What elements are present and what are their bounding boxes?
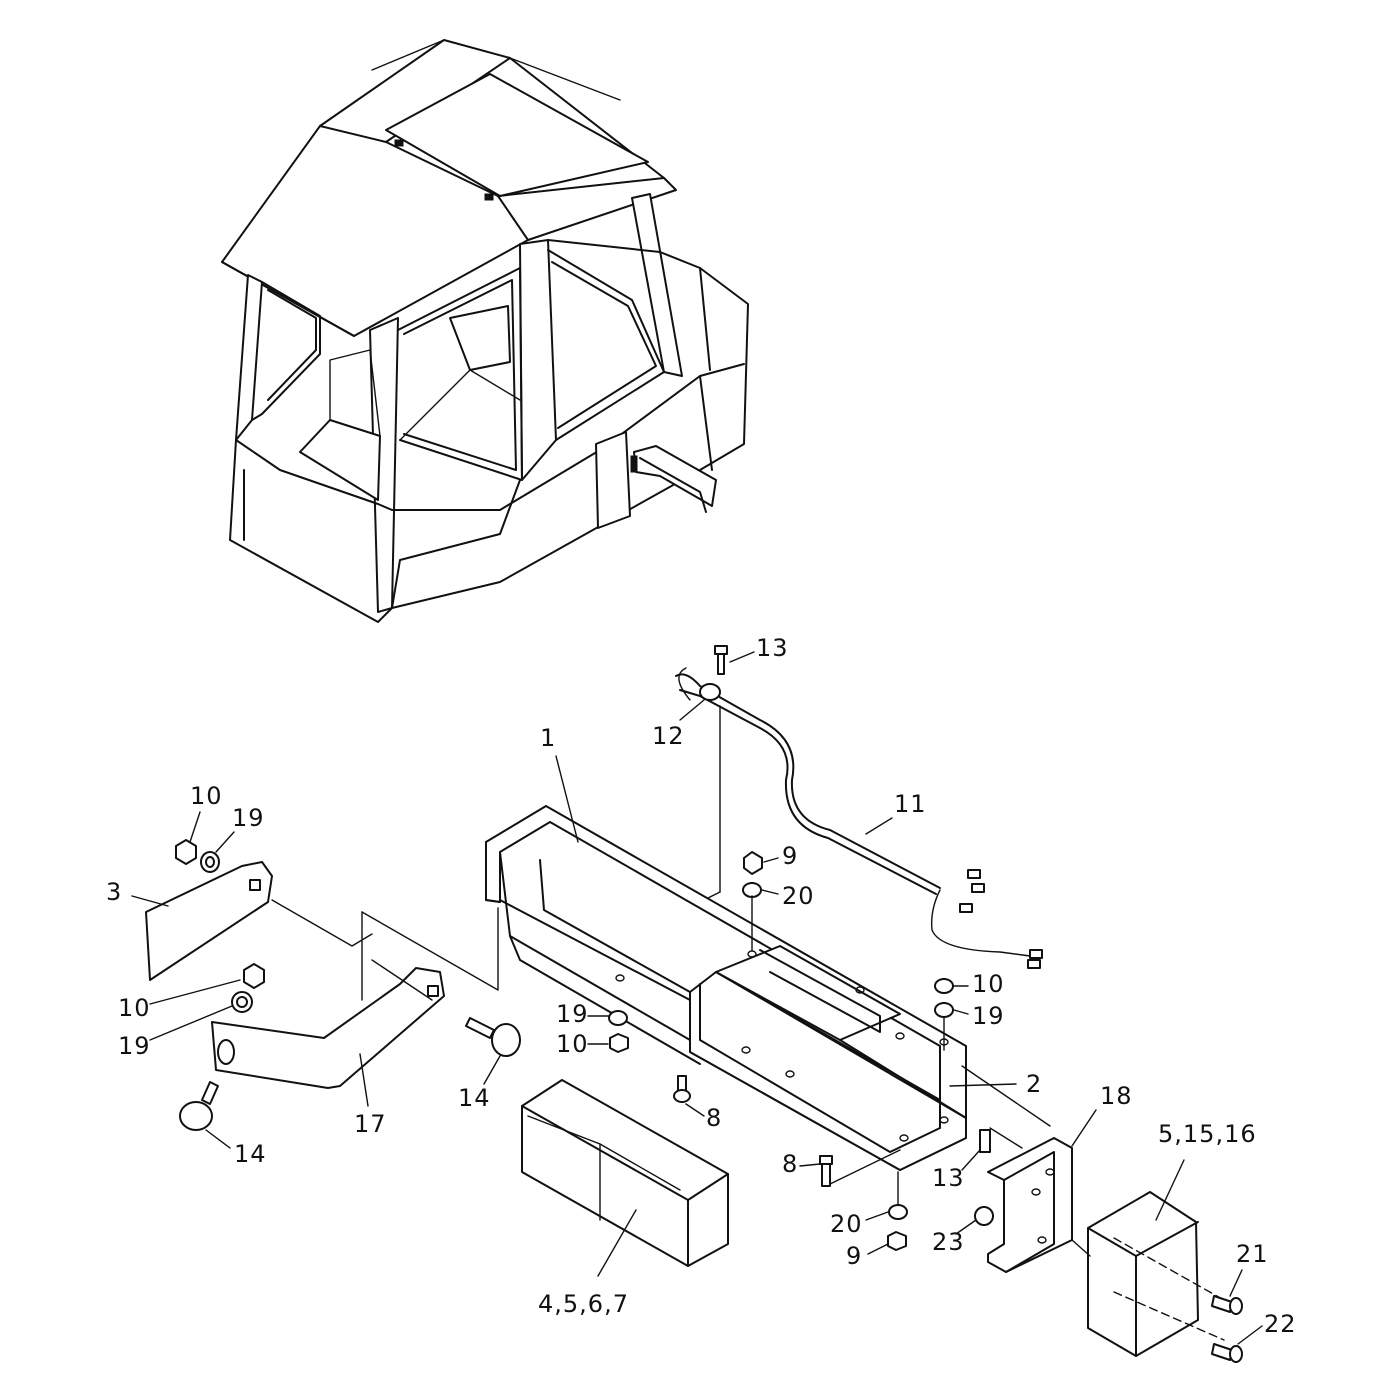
- callout-18: 18: [1100, 1082, 1133, 1110]
- lamp-box: [1087, 1191, 1199, 1357]
- callout-20b: 20: [830, 1210, 863, 1238]
- cover-plate-3: [145, 861, 273, 981]
- callout-3: 3: [106, 878, 122, 906]
- callout-12: 12: [652, 722, 685, 750]
- callout-20a: 20: [782, 882, 815, 910]
- callout-8b: 8: [782, 1150, 798, 1178]
- callout-10d: 10: [972, 970, 1005, 998]
- callout-19c: 19: [556, 1000, 589, 1028]
- right-lamp-assembly: [974, 1129, 1243, 1363]
- interior-seat: [299, 419, 381, 501]
- callout-13b: 13: [932, 1164, 965, 1192]
- callout-9a: 9: [782, 842, 798, 870]
- callout-14a: 14: [458, 1084, 491, 1112]
- wiring-harness: [675, 645, 1043, 969]
- callout-8a: 8: [706, 1104, 722, 1132]
- pillar-rear-right: [631, 193, 683, 377]
- callout-51516: 5,15,16: [1158, 1120, 1257, 1148]
- harness-terminal: [967, 869, 981, 879]
- callout-19b: 19: [118, 1032, 151, 1060]
- callout-19d: 19: [972, 1002, 1005, 1030]
- center-hardware: [608, 851, 1091, 1257]
- callout-13a: 13: [756, 634, 789, 662]
- work-lamp: [521, 1079, 729, 1267]
- callout-10a: 10: [190, 782, 223, 810]
- callout-9b: 9: [846, 1242, 862, 1270]
- callout-11: 11: [894, 790, 927, 818]
- cab-roof: [221, 39, 677, 337]
- cab-assembly: [221, 39, 749, 623]
- nut-10: [175, 839, 197, 865]
- callout-1: 1: [540, 724, 556, 752]
- bolt-14: [179, 1101, 213, 1131]
- cab-mount-bracket: [633, 445, 717, 507]
- nut-10: [243, 963, 265, 989]
- callout-10b: 10: [118, 994, 151, 1022]
- callout-14b: 14: [234, 1140, 267, 1168]
- callout-10c: 10: [556, 1030, 589, 1058]
- callout-22: 22: [1264, 1310, 1297, 1338]
- callout-4567: 4,5,6,7: [538, 1290, 629, 1318]
- callout-2: 2: [1026, 1070, 1042, 1098]
- cable-clamp: [699, 683, 721, 701]
- cab-door: [595, 431, 631, 529]
- bolt-14: [491, 1023, 521, 1057]
- callout-21: 21: [1236, 1240, 1269, 1268]
- callout-labels: 1 2 3 4,5,6,7 5,15,16 8 8 9 9 10 10 10 1…: [106, 634, 1297, 1345]
- callout-19a: 19: [232, 804, 265, 832]
- left-parts: [145, 839, 521, 1131]
- interior-console: [449, 305, 511, 371]
- callout-17: 17: [354, 1110, 387, 1138]
- bracket-part-2: [689, 945, 967, 1171]
- bracket-arm-17: [211, 967, 445, 1089]
- harness-cable: [675, 673, 941, 889]
- pillar-center: [519, 239, 557, 481]
- roof-hatch: [385, 73, 649, 197]
